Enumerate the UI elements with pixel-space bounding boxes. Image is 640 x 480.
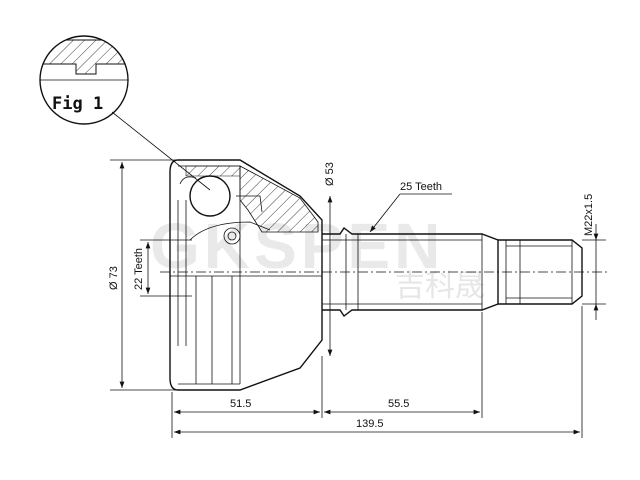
length-bell-label: 51.5 — [230, 398, 251, 410]
dim-neck-diameter: Ø 53 — [324, 162, 336, 356]
bell-housing — [169, 159, 323, 391]
dim-inner-spline: 22 Teeth — [133, 239, 192, 297]
inner-spline-label: 22 Teeth — [133, 248, 145, 290]
watermark-text-cn: 吉科晟 — [395, 270, 485, 303]
threaded-stub — [498, 239, 583, 305]
length-total-label: 139.5 — [356, 418, 384, 430]
leader-line — [111, 111, 211, 191]
outer-diameter-label: Ø 73 — [108, 266, 120, 290]
dim-outer-spline: 25 Teeth — [369, 181, 452, 233]
figure-label: Fig 1 — [52, 94, 103, 114]
dim-thread: M22x1.5 — [582, 194, 606, 320]
length-shaft-label: 55.5 — [388, 398, 409, 410]
shaft — [322, 226, 499, 318]
outer-spline-label: 25 Teeth — [400, 181, 442, 193]
dim-outer-diameter: Ø 73 — [108, 159, 178, 391]
thread-label: M22x1.5 — [583, 194, 595, 236]
detail-callout: Fig 1 — [39, 35, 211, 191]
neck-diameter-label: Ø 53 — [324, 162, 336, 186]
dim-lengths: 51.5 55.5 139.5 — [171, 306, 583, 438]
